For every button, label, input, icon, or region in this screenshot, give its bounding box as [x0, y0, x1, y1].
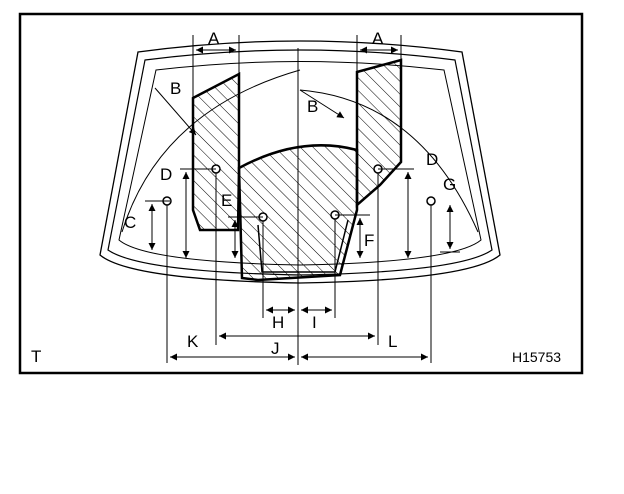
wiper-arc-right: [299, 89, 479, 233]
label-b-right: B: [307, 97, 318, 116]
label-i: I: [312, 313, 317, 332]
label-d-left: D: [160, 165, 172, 184]
ref-point-g: [426, 196, 436, 206]
label-e: E: [221, 191, 232, 210]
label-j: J: [271, 339, 280, 358]
label-f: F: [364, 231, 374, 250]
label-h: H: [272, 313, 284, 332]
label-g: G: [443, 175, 456, 194]
windshield-outer-edge: [99, 40, 501, 284]
figure-code: H15753: [512, 349, 561, 365]
label-l: L: [388, 332, 397, 351]
windshield-inner-edge: [107, 49, 493, 276]
corner-mark: T: [31, 347, 41, 366]
label-d-right: D: [426, 150, 438, 169]
windshield-mask-line: [118, 61, 482, 266]
label-c: C: [124, 213, 136, 232]
b-right-dimension: [299, 89, 345, 119]
label-k: K: [187, 332, 199, 351]
b-left-dimension: [154, 87, 197, 136]
label-a-left: A: [208, 29, 220, 48]
label-a-right: A: [372, 29, 384, 48]
label-b-left: B: [170, 79, 181, 98]
wiper-arc-left: [121, 69, 301, 233]
